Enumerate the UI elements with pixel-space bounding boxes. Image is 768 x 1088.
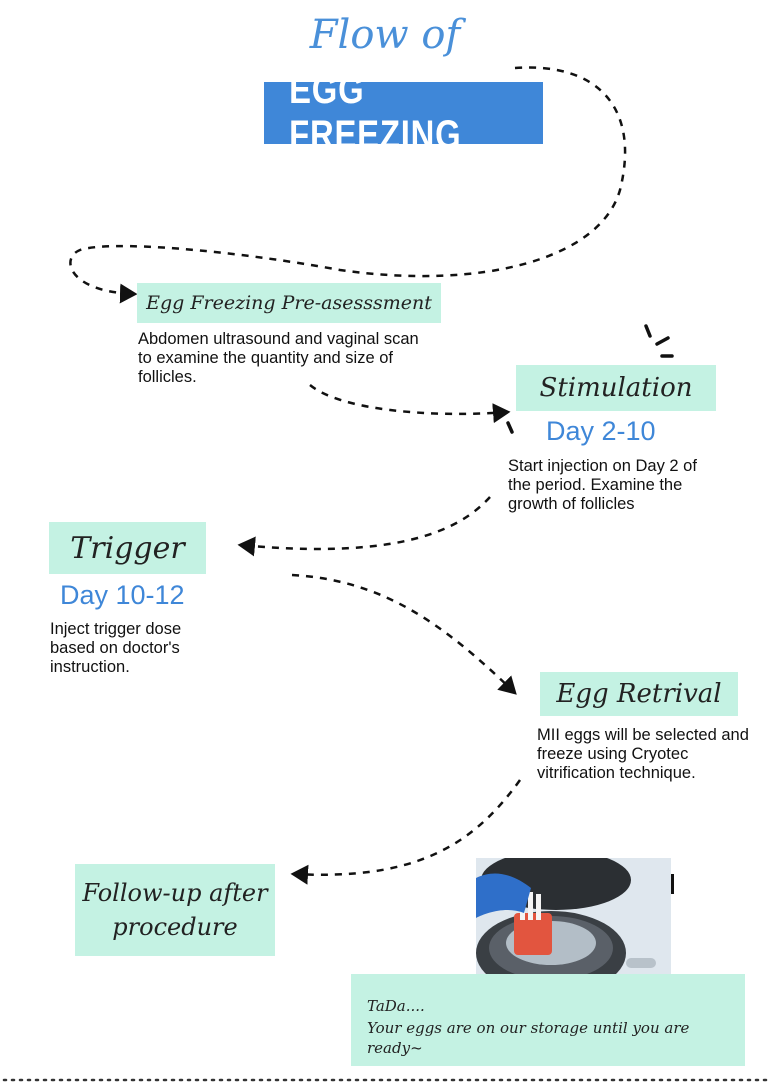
- step-retrival-description: MII eggs will be selected and freeze usi…: [537, 726, 749, 782]
- banner-title: EGG FREEZING: [289, 68, 462, 157]
- step-retrival-title: Egg Retrival: [556, 679, 722, 709]
- step-followup-title: Follow-up after procedure: [82, 879, 268, 941]
- step-preassessment-title-box: Egg Freezing Pre-asesssment: [137, 283, 441, 323]
- step-trigger-day: Day 10-12: [60, 580, 185, 610]
- step-retrival-title-box: Egg Retrival: [540, 672, 738, 716]
- step-stimulation-day: Day 2-10: [546, 416, 656, 446]
- connector-trigger-to-retrival: [291, 573, 517, 695]
- note-box: TaDa.... Your eggs are on our storage un…: [351, 974, 745, 1066]
- flow-of-title: Flow of: [309, 12, 461, 58]
- note-line-2: Your eggs are on our storage until you a…: [367, 1019, 690, 1057]
- note-line-1: TaDa....: [367, 997, 425, 1015]
- step-trigger-title-box: Trigger: [49, 522, 206, 574]
- connector-stimulation-to-trigger: [237, 496, 491, 557]
- connector-retrival-to-followup: [290, 779, 522, 885]
- connector-preassessment-to-stimulation: [309, 384, 511, 424]
- title-banner: EGG FREEZING: [264, 68, 543, 157]
- step-preassessment-title: Egg Freezing Pre-asesssment: [146, 292, 432, 314]
- step-stimulation-title-box: Stimulation: [516, 365, 716, 411]
- step-trigger-title: Trigger: [70, 530, 185, 566]
- connector-title-to-preassessment: [69, 66, 627, 304]
- step-stimulation-description: Start injection on Day 2 of the period. …: [508, 457, 697, 513]
- step-followup-title-box: Follow-up after procedure: [75, 864, 275, 956]
- step-preassessment-description: Abdomen ultrasound and vaginal scan to e…: [138, 330, 419, 386]
- step-stimulation-title: Stimulation: [539, 373, 693, 403]
- step-trigger-description: Inject trigger dose based on doctor's in…: [50, 620, 182, 676]
- accent-marks: [506, 324, 674, 434]
